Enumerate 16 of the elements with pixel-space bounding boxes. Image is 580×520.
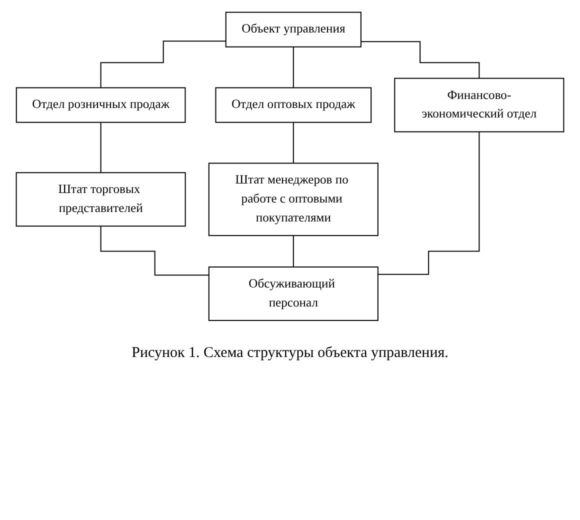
node-box: Штат торговых представителей	[16, 172, 186, 227]
connector	[100, 122, 102, 174]
node-box: Объект управления	[225, 12, 362, 48]
node-box: Отдел оптовых продаж	[215, 87, 372, 123]
connector	[378, 131, 480, 275]
node-box: Отдел розничных продаж	[16, 87, 186, 123]
connector	[292, 46, 294, 88]
node-box: Обсуживающий персонал	[208, 266, 378, 321]
node-box: Финансово-экономический отдел	[394, 78, 564, 132]
node-box: Штат менеджеров по работе с оптовыми покупателями	[208, 162, 378, 236]
connector	[100, 40, 226, 88]
figure-caption: Рисунок 1. Схема структуры объекта управления.	[132, 344, 448, 363]
connector	[292, 122, 294, 164]
connector	[100, 226, 209, 276]
connector	[292, 235, 294, 268]
connector	[360, 41, 480, 79]
